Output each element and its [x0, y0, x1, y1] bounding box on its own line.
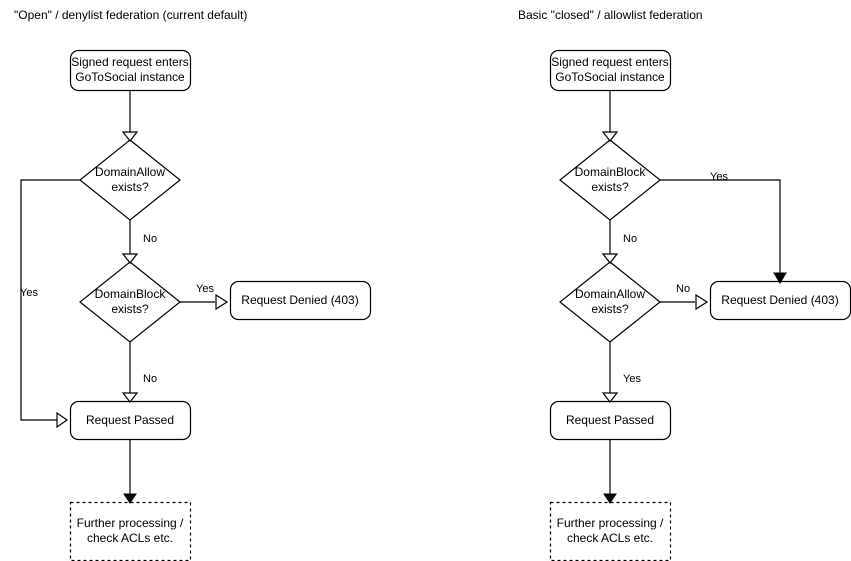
edge-label-domainblock-yes-right: Yes	[710, 171, 728, 183]
edge-label-domainallow-yes-left: Yes	[20, 287, 38, 299]
edge-label-domainallow-no-left: No	[143, 233, 158, 245]
edge-label-domainblock-yes-left: Yes	[196, 283, 214, 295]
node-decision-domainblock-right	[559, 139, 661, 221]
edge-label-domainblock-no-left: No	[143, 373, 158, 385]
node-further-processing-right	[549, 501, 672, 561]
node-request-passed-left	[69, 400, 192, 441]
arrowhead-open-domainblock-no-right	[601, 253, 619, 264]
arrowhead-open-domainblock-no-left	[121, 392, 139, 403]
arrowhead-open-domainallow-yes-left	[56, 411, 69, 429]
node-request-passed-right	[549, 400, 672, 441]
node-request-denied-left	[229, 280, 372, 321]
diagram-title-open-denylist: "Open" / denylist federation (current de…	[14, 8, 248, 22]
arrowhead-filled-domainblock-yes-right	[773, 272, 787, 284]
arrowhead-filled-further-right	[603, 493, 617, 504]
arrowhead-open-domainblock-yes-left	[215, 293, 229, 311]
arrowhead-open-start-left	[121, 131, 139, 142]
edge-label-domainallow-yes-right: Yes	[623, 373, 641, 385]
node-further-processing-left	[69, 501, 192, 561]
node-decision-domainblock-left	[79, 261, 181, 343]
arrowhead-open-start-right	[601, 131, 619, 142]
edge-label-domainallow-no-right: No	[676, 283, 691, 295]
arrowhead-open-domainallow-yes-right	[601, 392, 619, 403]
arrowhead-open-domainallow-no-right	[695, 293, 709, 311]
edge-domainallow-yes-left	[20, 179, 80, 421]
node-request-denied-right	[709, 280, 851, 321]
diagram-closed-allowlist-shapes	[549, 49, 851, 561]
edge-domainblock-yes-right	[660, 179, 781, 275]
node-start-right	[549, 49, 672, 92]
node-decision-domainallow-right	[559, 261, 661, 343]
node-start-left	[69, 49, 192, 92]
node-decision-domainallow-left	[79, 139, 181, 221]
diagram-title-closed-allowlist: Basic "closed" / allowlist federation	[518, 8, 703, 22]
arrowhead-filled-further-left	[123, 493, 137, 504]
arrowhead-open-domainallow-no-left	[121, 253, 139, 264]
diagram-open-denylist-shapes	[20, 49, 372, 561]
edge-label-domainblock-no-right: No	[623, 233, 638, 245]
